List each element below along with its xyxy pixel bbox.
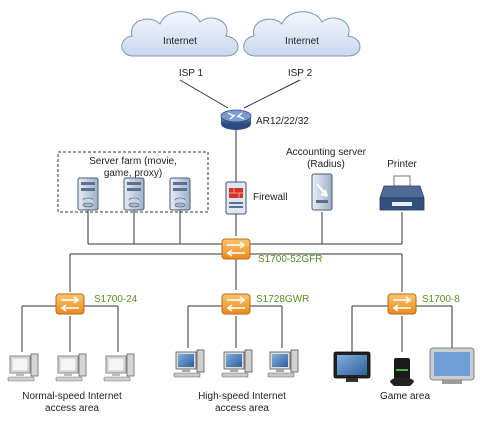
access-switch-label-3: S1700-8 [422,294,460,305]
server-icon-2 [123,177,145,211]
firewall-icon [225,181,247,215]
accounting-server-label-1: Accounting server [286,147,367,158]
area-label-normal-2: access area [45,403,99,414]
access-switch-icon-3 [387,293,417,315]
accounting-server-icon [311,173,333,211]
cloud-2-label: Internet [285,36,319,47]
router-label: AR12/22/32 [256,116,309,127]
link-isp1-router [179,79,229,109]
core-switch-icon [221,238,251,260]
pc-icon-high-1 [173,349,205,378]
core-switch-label: S1700-52GFR [258,254,322,265]
printer-icon [379,175,425,211]
pc-icon-normal-2 [55,353,87,382]
area-label-high-2: access area [215,403,269,414]
pc-icon-normal-3 [103,353,135,382]
area-label-normal-1: Normal-speed Internet [22,391,122,402]
access-switch-icon-1 [55,293,85,315]
access-switch-icon-2 [221,293,251,315]
server-farm-box [57,151,209,213]
game-monitor-icon [429,347,475,384]
server-farm-label-2: game, proxy) [104,168,162,179]
printer-label: Printer [387,159,417,170]
access-switch-label-2: S1728GWR [256,294,309,305]
router-icon [220,109,252,130]
cloud-1-label: Internet [163,36,197,47]
internet-cloud-2: Internet [243,11,361,57]
server-farm-label-1: Server farm (movie, [89,156,177,167]
isp-2-label: ISP 2 [288,68,313,79]
pc-icon-high-2 [221,349,253,378]
game-console-icon [390,358,414,386]
pc-icon-normal-1 [7,353,39,382]
area-label-high-1: High-speed Internet [198,391,286,402]
isp-1-label: ISP 1 [179,68,204,79]
server-icon-1 [77,177,99,211]
accounting-server-label-2: (Radius) [307,159,345,170]
server-icon-3 [169,177,191,211]
tv-icon [333,351,371,382]
internet-cloud-1: Internet [121,11,239,57]
area-label-game: Game area [380,391,430,402]
link-isp2-router [243,79,301,109]
access-switch-label-1: S1700-24 [94,294,138,305]
pc-icon-high-3 [267,349,299,378]
firewall-label: Firewall [253,192,287,203]
